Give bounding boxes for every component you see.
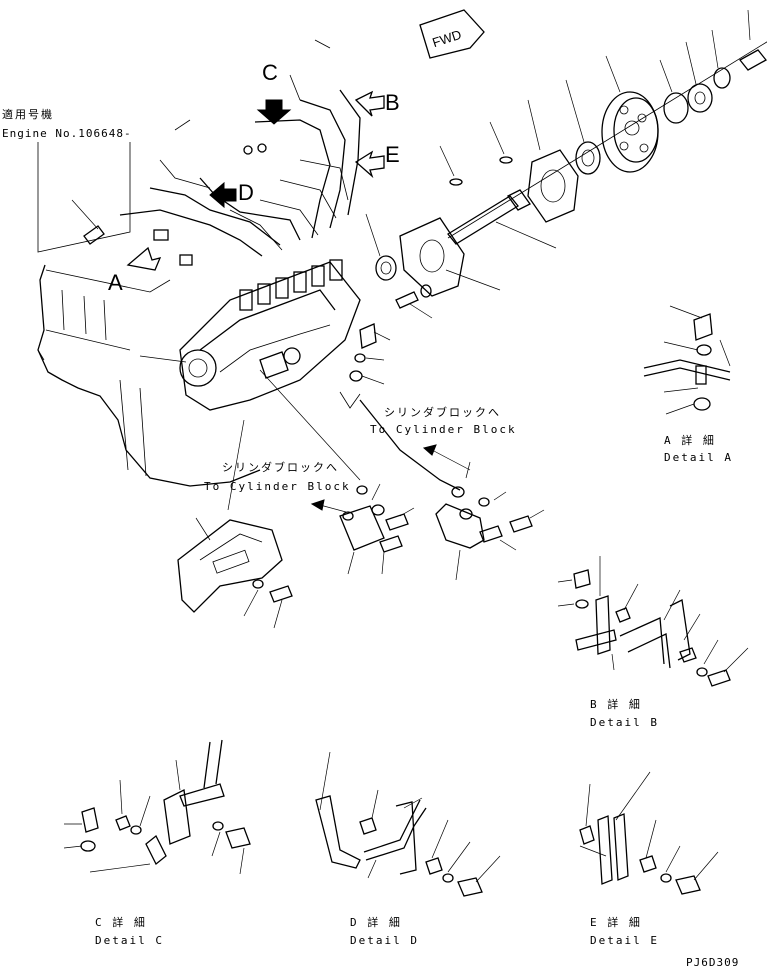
callout-e-arrow-icon	[354, 150, 385, 179]
engine-number: Engine No.106648-	[2, 127, 132, 140]
oil-seal-icon	[365, 213, 397, 281]
cylinder-block-note-2: シリンダブロックへ To Cylinder Block	[204, 369, 361, 513]
delivery-valves	[239, 259, 343, 311]
injection-pump	[139, 259, 361, 411]
pump-bolt-set	[339, 323, 391, 409]
injection-tubes	[119, 39, 361, 266]
coupling-bolt-icon	[739, 9, 767, 71]
forward-arrow-icon: FWD	[419, 9, 485, 59]
detail-e-en: Detail E	[590, 934, 659, 947]
detail-d: D 詳 細 Detail D	[315, 751, 501, 947]
return-tube-assembly	[359, 399, 545, 581]
detail-c: C 詳 細 Detail C	[63, 739, 251, 947]
callout-b: B	[385, 90, 400, 115]
detail-a-en: Detail A	[664, 451, 733, 464]
forward-label: FWD	[430, 27, 463, 50]
drawing-code: PJ6D309	[686, 956, 739, 968]
gasket-icon	[527, 99, 579, 223]
detail-c-jp: C 詳 細	[95, 915, 147, 929]
callout-a: A	[108, 270, 123, 295]
detail-b-en: Detail B	[590, 716, 659, 729]
bracket-bolt-icon	[395, 284, 433, 319]
fitting-icon	[71, 199, 105, 245]
lock-washer-icon	[711, 29, 731, 89]
callout-d: D	[238, 180, 254, 205]
pin-icon	[439, 145, 463, 186]
note-1-jp: シリンダブロックへ	[384, 405, 501, 419]
detail-b: B 詳 細 Detail B	[557, 556, 749, 729]
callout-a-arrow-icon	[126, 246, 162, 271]
key-icon	[489, 121, 513, 164]
tube-clamp-assembly	[339, 483, 415, 575]
detail-e-jp: E 詳 細	[590, 915, 642, 929]
note-2-jp: シリンダブロックへ	[222, 460, 339, 474]
detail-c-en: Detail C	[95, 934, 164, 947]
detail-d-jp: D 詳 細	[350, 915, 402, 929]
detail-a: A 詳 細 Detail A	[643, 305, 733, 464]
detail-e: E 詳 細 Detail E	[579, 771, 719, 947]
drive-shaft-icon	[447, 189, 557, 249]
note-1-en: To Cylinder Block	[370, 423, 517, 436]
bracket-housing-icon	[399, 217, 501, 297]
callout-e: E	[385, 142, 400, 167]
bearing-icon	[565, 79, 601, 175]
drive-gear-train	[365, 9, 767, 319]
pump-support-bracket	[177, 517, 293, 629]
engine-block	[37, 264, 261, 487]
applicability-title: 適用号機	[2, 107, 54, 121]
detail-b-jp: B 詳 細	[590, 697, 642, 711]
detail-d-en: Detail D	[350, 934, 419, 947]
callout-d-arrow-icon	[209, 181, 237, 209]
nut-icon	[685, 41, 713, 113]
applicability-note: 適用号機 Engine No.106648-	[2, 107, 132, 253]
cylinder-block-note-1: シリンダブロックへ To Cylinder Block	[370, 405, 517, 471]
detail-a-jp: A 詳 細	[664, 433, 716, 447]
callout-c-arrow-icon	[256, 99, 292, 125]
drive-gear-icon	[601, 55, 659, 173]
callout-c: C	[262, 60, 278, 85]
spacer-icon	[659, 59, 689, 124]
callout-b-arrow-icon	[354, 90, 385, 117]
note-2-en: To Cylinder Block	[204, 480, 351, 493]
